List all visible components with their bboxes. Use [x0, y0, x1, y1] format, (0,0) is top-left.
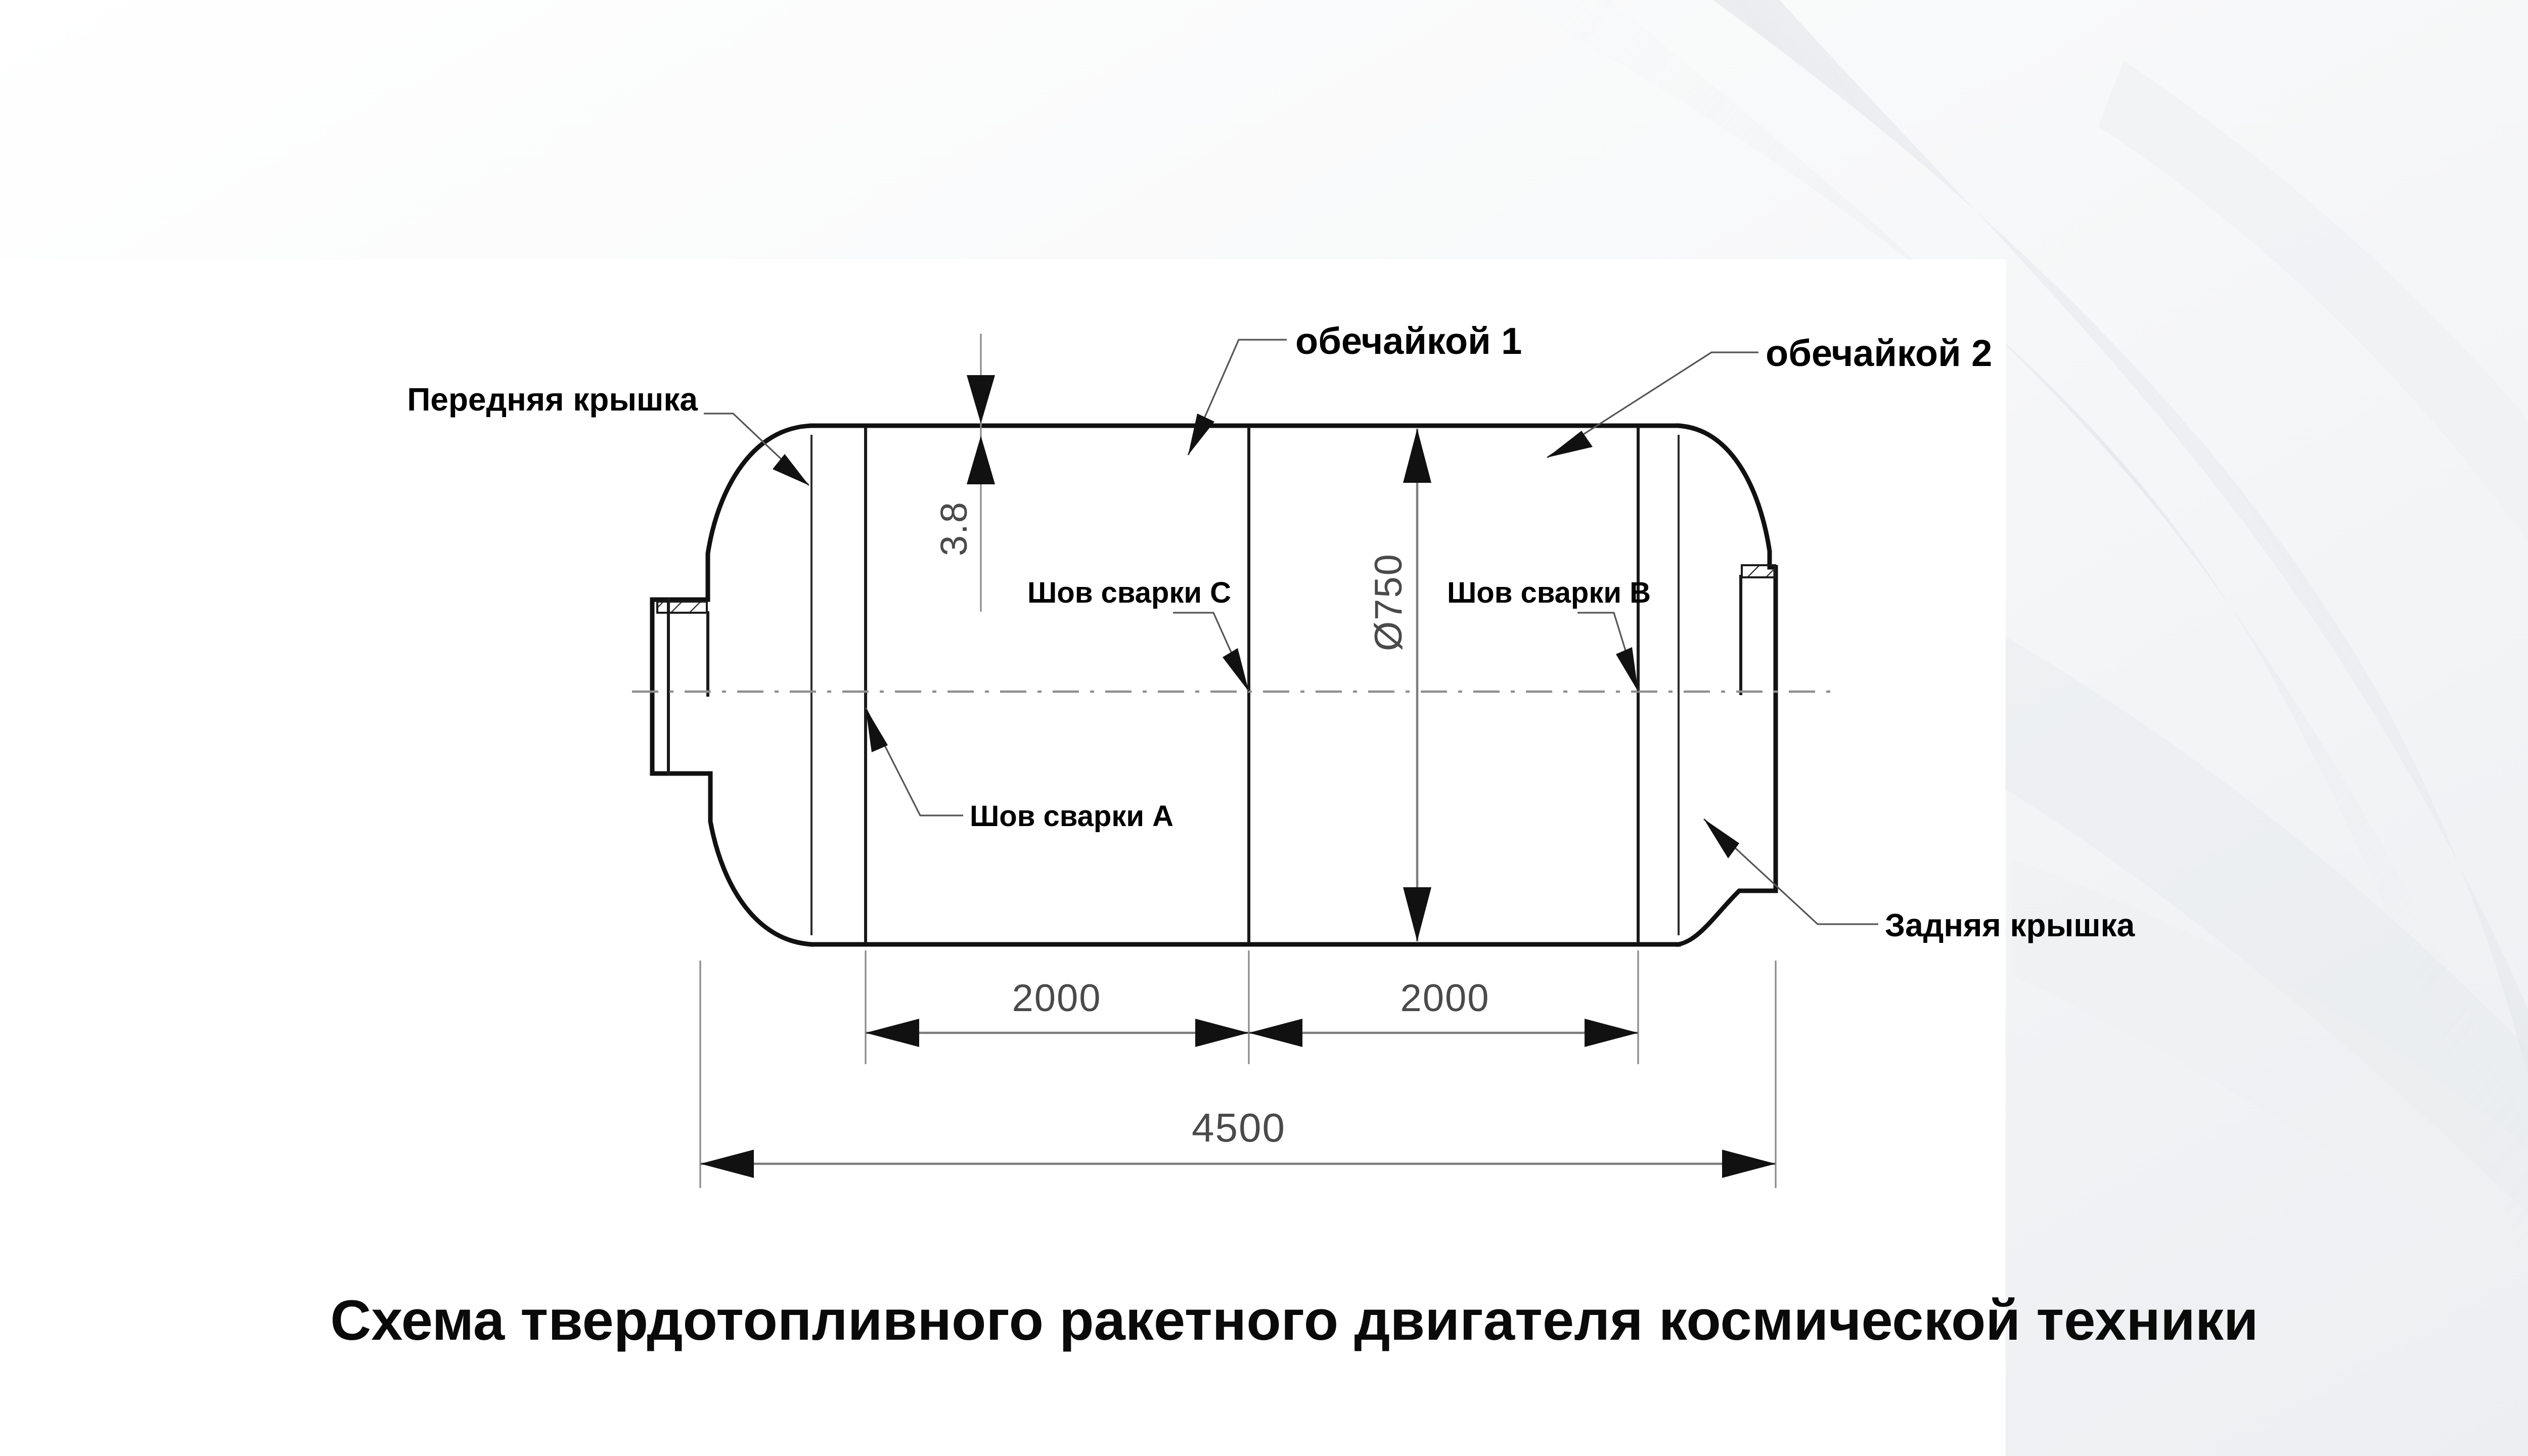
slide-title: Схема твердотопливного ракетного двигате… — [330, 1289, 2259, 1352]
dim-arrow-overall-left — [700, 1150, 754, 1178]
rear-cover-leader-line — [1703, 818, 1878, 925]
rear-flange-outline — [1741, 564, 1776, 578]
callout-weld-seam-a[interactable]: Шов сварки A — [865, 707, 1173, 833]
front-dome-upper — [705, 423, 814, 586]
rear-dome-lower — [1676, 888, 1778, 947]
shell-1-leader-line — [1187, 339, 1287, 456]
callout-rear-cover[interactable]: Задняя крышка — [1703, 818, 2135, 943]
dim-arrow-overall-right — [1722, 1150, 1776, 1178]
dimension-value-overall: 4500 — [1192, 1105, 1286, 1150]
diameter-arrow-top — [1403, 429, 1431, 483]
content-panel — [0, 259, 2006, 1456]
callout-weld-seam-c[interactable]: Шов сварки C — [1027, 576, 1250, 692]
front-cover-leader-arrow — [773, 454, 809, 485]
weld-seam-c-label: Шов сварки C — [1027, 576, 1231, 609]
weld-c-leader-arrow — [1223, 648, 1249, 692]
dimension-value-shell-1: 2000 — [1012, 977, 1101, 1020]
rear-flange-hatch — [1742, 565, 1775, 577]
weld-a-leader-line — [865, 707, 963, 816]
dim-arrow-shell2-right — [1585, 1019, 1638, 1047]
dimension-inner-diameter: Ø750 — [1367, 429, 1431, 941]
dimension-value-thickness: 3.8 — [933, 501, 975, 556]
callout-weld-seam-b[interactable]: Шов сварки B — [1447, 576, 1651, 692]
background-swoosh-3 — [1972, 632, 2528, 1214]
weld-seam-a-label: Шов сварки A — [970, 800, 1173, 833]
pressure-vessel-body — [632, 423, 1830, 947]
dim-arrow-shell1-left — [866, 1019, 919, 1047]
shell-1-label: обечайкой 1 — [1295, 320, 1522, 362]
shell-2-leader-line — [1547, 351, 1758, 459]
dimension-wall-thickness: 3.8 — [933, 334, 995, 612]
front-flange-outline — [656, 601, 708, 614]
dimension-value-diameter: Ø750 — [1367, 553, 1410, 651]
dim-arrow-shell2-left — [1249, 1019, 1302, 1047]
background-swoosh-5 — [2098, 61, 2528, 542]
thickness-arrow-up — [967, 436, 995, 484]
weld-seam-b-label: Шов сварки B — [1447, 576, 1651, 609]
front-cover-label: Передняя крышка — [407, 381, 698, 418]
front-boss-profile — [650, 581, 713, 794]
weld-b-leader-arrow — [1616, 647, 1638, 692]
shell-2-leader-arrow — [1547, 431, 1593, 458]
shell-2-label: обечайкой 2 — [1766, 332, 1992, 374]
dim-arrow-shell1-right — [1195, 1019, 1249, 1047]
thickness-arrow-down — [967, 375, 995, 424]
callout-front-cover[interactable]: Передняя крышка — [407, 381, 810, 486]
rear-nozzle-outer-wall — [1767, 565, 1778, 893]
shell-1-leader-arrow — [1188, 414, 1214, 455]
dimension-overall-length: 4500 — [699, 961, 1777, 1188]
dimension-segment-lengths: 2000 2000 — [865, 950, 1639, 1064]
front-dome-lower — [708, 789, 814, 947]
weld-a-leader-arrow — [866, 708, 888, 752]
rear-cover-leader-arrow — [1704, 819, 1739, 858]
callout-shell-2[interactable]: обечайкой 2 — [1547, 332, 1992, 459]
front-flange-hatch — [657, 602, 707, 613]
diameter-arrow-bottom — [1403, 887, 1431, 941]
rear-cover-label: Задняя крышка — [1885, 907, 2135, 943]
dimension-value-shell-2: 2000 — [1400, 977, 1489, 1020]
callout-shell-1[interactable]: обечайкой 1 — [1187, 320, 1522, 456]
background-swoosh-4 — [2012, 859, 2528, 1292]
rear-dome-upper — [1676, 423, 1772, 570]
